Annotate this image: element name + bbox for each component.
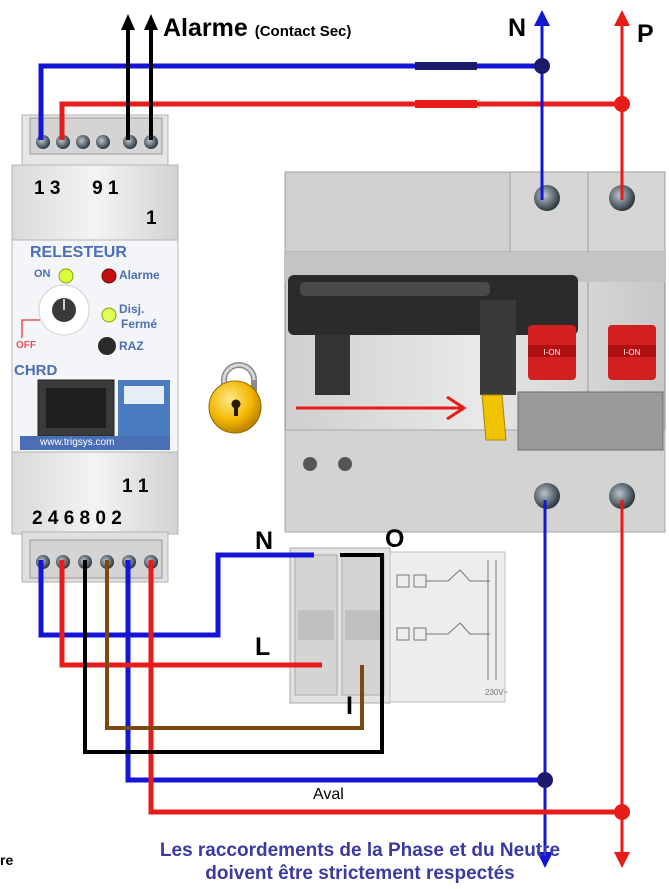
disj-led — [101, 307, 117, 323]
relay-brand: RELESTEUR — [30, 244, 127, 261]
brown-wire — [105, 560, 364, 730]
breaker-screw-p-bottom — [609, 483, 635, 509]
breaker-screw-n-top — [534, 185, 560, 211]
relay-disj-label: Disj. — [119, 302, 145, 316]
neutral-wire-top — [38, 63, 542, 140]
black-wire — [83, 553, 384, 754]
relay-alarm-label: Alarme — [119, 268, 160, 282]
relay-model: CHRD — [14, 362, 58, 379]
relay-on-label: ON — [34, 268, 51, 280]
relay-top-terminal-numbers: 1 3 9 1 — [34, 178, 119, 199]
breaker-on-label-right: I-ON — [624, 348, 641, 357]
switch-n-label: N — [255, 527, 274, 555]
relay-raz-label: RAZ — [119, 339, 144, 353]
relay-module — [11, 114, 179, 583]
relay-bottom-terminal-top-row: 1 1 — [122, 476, 149, 497]
relay-off-label: OFF — [16, 340, 36, 351]
neutral-label: N — [508, 14, 527, 42]
neutral-wire-to-switch — [38, 552, 314, 638]
switch-spec-label: 230V~ — [485, 688, 509, 697]
phase-wire-to-switch — [59, 560, 322, 668]
footer-line-1: Les raccordements de la Phase et du Neut… — [159, 840, 561, 861]
alarm-led — [101, 268, 117, 284]
lock-direction-arrow — [296, 395, 467, 421]
alarm-title-text: Alarme — [163, 14, 248, 42]
switch-module: 230V~ — [289, 547, 509, 704]
raz-button[interactable] — [98, 337, 116, 355]
phase-wire-aval — [148, 560, 622, 815]
relay-ferme-label: Fermé — [121, 317, 158, 331]
switch-l-label: L — [255, 633, 271, 661]
neutral-cable-sleeve — [415, 62, 477, 70]
footer-line-2: doivent être strictement respectés — [205, 863, 515, 884]
on-led — [58, 268, 74, 284]
breaker-screw-n-bottom — [534, 483, 560, 509]
lock-lever[interactable] — [481, 394, 507, 441]
switch-o-label: O — [385, 525, 405, 553]
alarm-subtitle: (Contact Sec) — [254, 23, 352, 40]
phase-label: P — [637, 20, 654, 48]
circuit-breaker: I-ON I-ON — [284, 171, 666, 533]
neutral-wire-aval — [125, 560, 545, 783]
cropped-left-text: re — [0, 852, 14, 868]
phase-cable-sleeve — [415, 100, 477, 108]
padlock-icon — [208, 362, 262, 434]
relay-website: www.trigsys.com — [40, 437, 115, 448]
alarm-title: Alarme (Contact Sec) — [163, 14, 351, 43]
switch-i-label: I — [346, 692, 353, 720]
relay-bottom-terminal-numbers: 2 4 6 8 0 2 — [32, 508, 122, 529]
relay-top-terminal-extra: 1 — [146, 208, 157, 229]
breaker-on-label-left: I-ON — [544, 348, 561, 357]
aval-label: Aval — [313, 786, 344, 803]
